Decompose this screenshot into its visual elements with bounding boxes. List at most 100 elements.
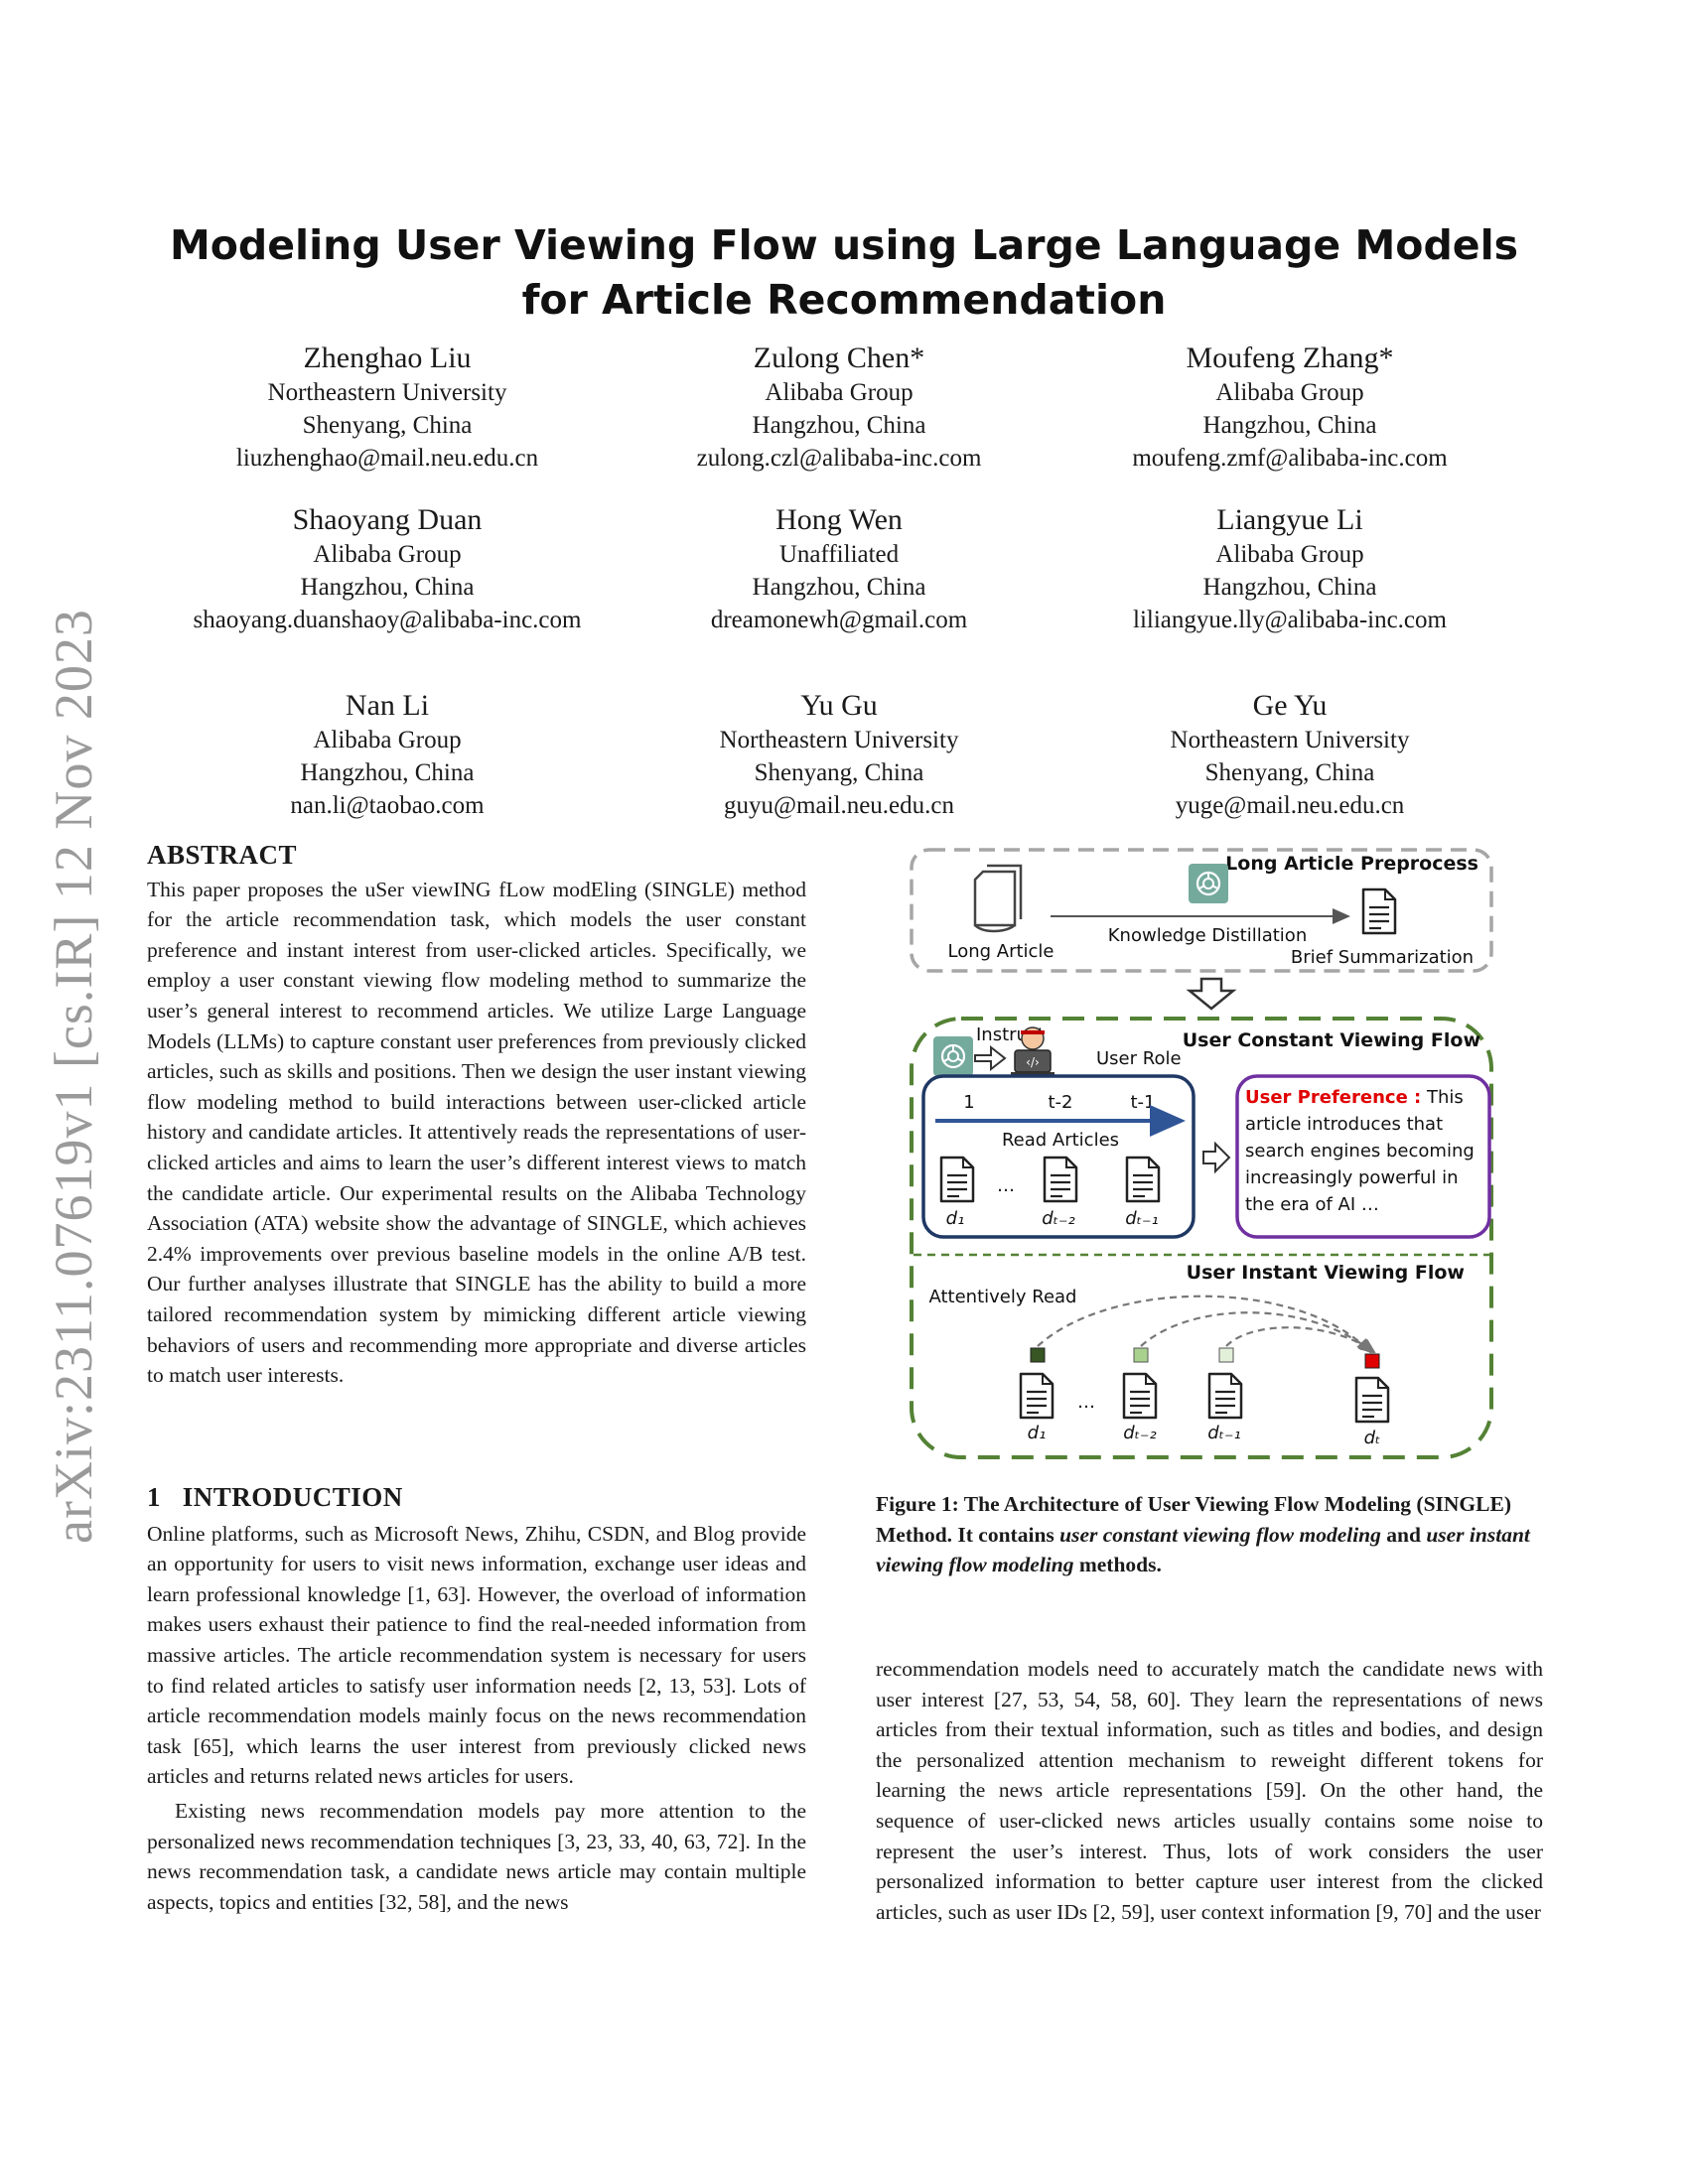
author-email[interactable]: guyu@mail.neu.edu.cn	[724, 792, 954, 819]
timestep-t-1: t-1	[1130, 1092, 1155, 1113]
author-affiliation: Alibaba Group	[1215, 379, 1364, 406]
chatgpt-icon-small	[931, 1034, 975, 1078]
author-location: Shenyang, China	[302, 412, 473, 439]
timestep-t-2: t-2	[1048, 1092, 1072, 1113]
intro-paragraph-1: Online platforms, such as Microsoft News…	[147, 1521, 806, 1789]
viewing-flow-panel	[910, 1017, 1493, 1459]
user-preference-box	[1235, 1074, 1491, 1239]
user-preference-label: User Preference :	[1245, 1087, 1422, 1108]
intro-paragraph-3: recommendation models need to accurately…	[876, 1657, 1543, 1924]
doc-icon-d1	[939, 1156, 975, 1203]
author-email[interactable]: liliangyue.lly@alibaba-inc.com	[1133, 607, 1447, 633]
doc-icon-dt1	[1125, 1156, 1161, 1203]
doc-icon-dt2-instant	[1122, 1372, 1158, 1420]
doc-icon-dt2	[1043, 1156, 1078, 1203]
abstract-heading: ABSTRACT	[147, 840, 298, 870]
author-affiliation: Alibaba Group	[1215, 541, 1364, 568]
summary-doc-icon	[1361, 887, 1397, 935]
author-name: Zhenghao Liu	[303, 341, 472, 374]
author-affiliation: Alibaba Group	[313, 541, 462, 568]
abstract-text: This paper proposes the uSer viewING fLo…	[147, 877, 806, 1388]
label-dt1: dₜ₋₁	[1125, 1208, 1158, 1229]
constant-flow-title: User Constant Viewing Flow	[1183, 1029, 1480, 1051]
abstract-section: ABSTRACT This paper proposes the uSer vi…	[147, 840, 806, 1391]
author-email[interactable]: moufeng.zmf@alibaba-inc.com	[1132, 445, 1448, 472]
label-dt2: dₜ₋₂	[1042, 1208, 1074, 1229]
intro-paragraph-2: Existing news recommendation models pay …	[147, 1798, 806, 1914]
author-location: Hangzhou, China	[1202, 412, 1377, 439]
caption-mid: and	[1380, 1522, 1427, 1547]
author-location: Hangzhou, China	[1202, 574, 1377, 601]
user-role-label: User Role	[1096, 1048, 1182, 1069]
author-affiliation: Alibaba Group	[313, 727, 462, 753]
intro-continuation: recommendation models need to accurately…	[876, 1654, 1543, 1927]
author-email[interactable]: nan.li@taobao.com	[290, 792, 485, 819]
author-location: Hangzhou, China	[752, 412, 926, 439]
author-email[interactable]: dreamonewh@gmail.com	[710, 607, 968, 633]
author-name: Moufeng Zhang*	[1186, 341, 1394, 374]
label-dt1-instant: dₜ₋₁	[1207, 1423, 1240, 1443]
author-email[interactable]: zulong.czl@alibaba-inc.com	[696, 445, 982, 472]
user-preference-text: This article introduces that search engi…	[1245, 1087, 1475, 1215]
long-article-icon	[973, 864, 1023, 933]
caption-emphasis-2: user instant viewing flow modeling	[876, 1522, 1530, 1577]
author-location: Hangzhou, China	[752, 574, 926, 601]
introduction-heading: 1 INTRODUCTION	[147, 1482, 403, 1512]
author-affiliation: Unaffiliated	[778, 541, 900, 568]
ellipsis-2: …	[1077, 1392, 1095, 1413]
author-email[interactable]: shaoyang.duanshaoy@alibaba-inc.com	[193, 607, 582, 633]
label-d1: d₁	[946, 1208, 965, 1229]
figure-1-architecture: Long Article Preprocess Long Article Kno…	[910, 848, 1493, 1459]
paper-title: Modeling User Viewing Flow using Large L…	[169, 221, 1519, 324]
author-name: Yu Gu	[800, 689, 878, 722]
doc-icon-dt1-instant	[1207, 1372, 1243, 1420]
author-email[interactable]: yuge@mail.neu.edu.cn	[1175, 792, 1405, 819]
author-name: Liangyue Li	[1216, 503, 1363, 536]
doc-icon-dt-instant	[1354, 1376, 1390, 1424]
chatgpt-icon	[1187, 862, 1230, 905]
author-location: Shenyang, China	[1204, 759, 1375, 786]
caption-prefix: Figure 1: The Architecture of User Viewi…	[876, 1492, 1511, 1547]
arxiv-identifier: arXiv:2311.07619v1 [cs.IR] 12 Nov 2023	[44, 609, 103, 1544]
author-name: Nan Li	[345, 689, 430, 722]
author-email[interactable]: liuzhenghao@mail.neu.edu.cn	[235, 445, 539, 472]
instant-flow-title: User Instant Viewing Flow	[1187, 1262, 1465, 1284]
author-affiliation: Northeastern University	[1170, 727, 1410, 753]
long-article-label: Long Article	[947, 941, 1054, 962]
author-affiliation: Northeastern University	[267, 379, 507, 406]
author-name: Ge Yu	[1252, 689, 1328, 722]
knowledge-distillation-label: Knowledge Distillation	[1108, 925, 1307, 946]
read-articles-box	[921, 1074, 1196, 1239]
attentively-read-label: Attentively Read	[929, 1287, 1077, 1307]
caption-suffix: methods.	[1073, 1553, 1162, 1577]
long-article-preprocess-panel: Long Article Preprocess Long Article Kno…	[910, 848, 1493, 973]
read-articles-label: Read Articles	[1002, 1130, 1119, 1151]
author-name: Hong Wen	[775, 503, 903, 536]
svg-text:‹/›: ‹/›	[1026, 1055, 1040, 1069]
label-dt-instant: dₜ	[1364, 1428, 1381, 1448]
preprocess-title: Long Article Preprocess	[1225, 853, 1478, 875]
doc-icon-d1-instant	[1019, 1372, 1055, 1420]
author-name: Zulong Chen*	[753, 341, 925, 374]
label-d1-instant: d₁	[1028, 1423, 1047, 1443]
author-location: Hangzhou, China	[300, 574, 475, 601]
brief-summarization-label: Brief Summarization	[1291, 947, 1474, 968]
down-arrow-icon	[1186, 977, 1237, 1011]
author-affiliation: Northeastern University	[719, 727, 959, 753]
caption-emphasis-1: user constant viewing flow modeling	[1059, 1522, 1381, 1547]
label-dt2-instant: dₜ₋₂	[1123, 1423, 1156, 1443]
timestep-1: 1	[963, 1092, 974, 1113]
author-location: Hangzhou, China	[300, 759, 475, 786]
author-location: Shenyang, China	[754, 759, 924, 786]
figure-1-caption: Figure 1: The Architecture of User Viewi…	[876, 1489, 1543, 1580]
ellipsis-1: …	[997, 1175, 1015, 1196]
